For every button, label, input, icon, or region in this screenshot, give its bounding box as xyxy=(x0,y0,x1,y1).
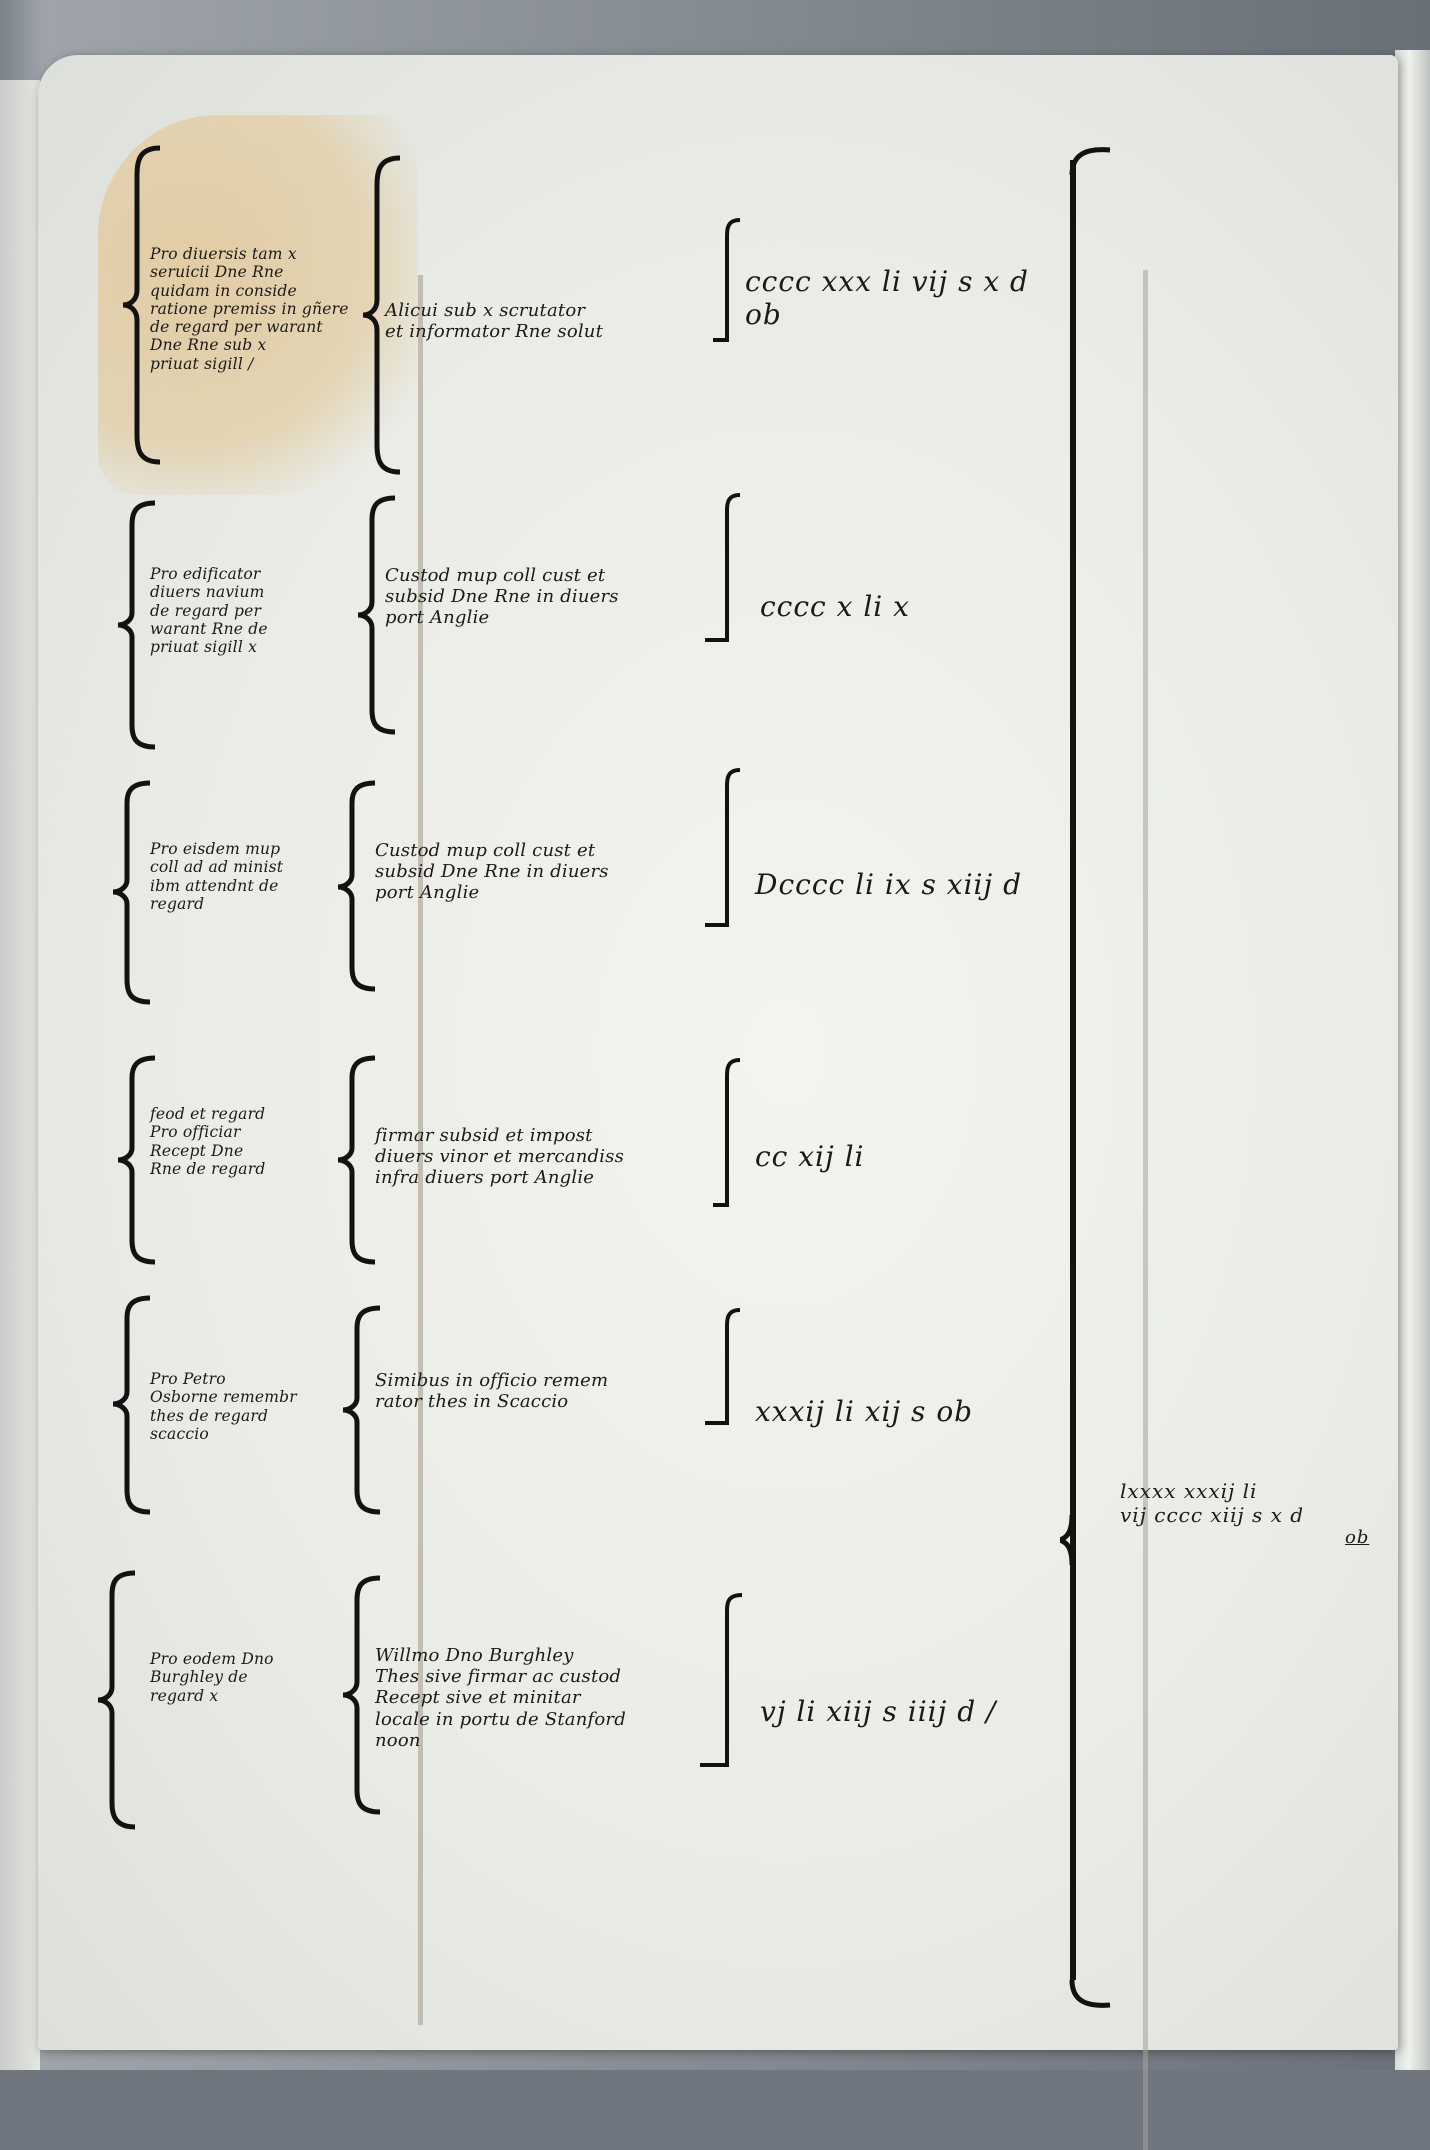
amount-bracket-4-icon xyxy=(713,1058,741,1207)
entry-5-label: Pro Petro Osborne remembr thes de regard… xyxy=(150,1370,297,1443)
entry-5-description: Simibus in officio remem rator thes in S… xyxy=(375,1370,609,1413)
total-line-3: ob xyxy=(1345,1527,1370,1549)
label-brace-3-icon xyxy=(112,780,151,1005)
total-line-2: vij cccc xiij s x d xyxy=(1120,1502,1305,1527)
brace-top-flourish-icon xyxy=(1069,147,1111,176)
brace-point-icon xyxy=(1060,1514,1075,1566)
entry-2-description: Custod mup coll cust et subsid Dne Rne i… xyxy=(385,565,619,629)
label-brace-1-icon xyxy=(122,145,161,465)
label-brace-4-icon xyxy=(117,1055,156,1265)
entry-1-description: Alicui sub x scrutator et informator Rne… xyxy=(385,300,604,343)
entry-2-amount: cccc x li x xyxy=(760,590,910,623)
entry-3-label: Pro eisdem mup coll ad ad minist ibm att… xyxy=(150,840,284,913)
entry-1-label: Pro diuersis tam x seruicii Dne Rne quid… xyxy=(150,245,349,373)
desc-brace-3-icon xyxy=(337,780,376,992)
desc-brace-6-icon xyxy=(342,1575,381,1815)
amount-bracket-2-icon xyxy=(705,493,741,642)
amount-bracket-6-icon xyxy=(700,1593,743,1767)
total-line-1: lxxxx xxxij li xyxy=(1120,1479,1258,1503)
desc-brace-5-icon xyxy=(342,1305,381,1515)
entry-5-amount: xxxij li xij s ob xyxy=(755,1395,974,1428)
entry-4-amount: cc xij li xyxy=(755,1140,865,1173)
label-brace-6-icon xyxy=(97,1570,136,1830)
total-brace-rule xyxy=(1070,160,1076,1980)
entry-4-label: feod et regard Pro officiar Recept Dne R… xyxy=(150,1105,266,1178)
amount-bracket-5-icon xyxy=(705,1308,741,1425)
brace-bottom-flourish-icon xyxy=(1069,1979,1111,2008)
manuscript-page xyxy=(38,55,1398,2150)
underlying-page-right xyxy=(1395,50,1430,2070)
label-brace-2-icon xyxy=(117,500,156,750)
water-stain xyxy=(98,115,418,495)
entry-3-amount: Dcccc li ix s xiij d xyxy=(755,868,1023,901)
entry-1-amount: cccc xxx li vij s x d ob xyxy=(745,265,1029,332)
underlying-page-left xyxy=(0,80,40,2070)
entry-3-description: Custod mup coll cust et subsid Dne Rne i… xyxy=(375,840,609,904)
desc-brace-4-icon xyxy=(337,1055,376,1265)
entry-2-label: Pro edificator diuers navium de regard p… xyxy=(150,565,268,657)
entry-6-label: Pro eodem Dno Burghley de regard x xyxy=(150,1650,274,1705)
entry-6-amount: vj li xiij s iiij d / xyxy=(760,1695,997,1728)
ruled-margin-line xyxy=(418,275,423,2025)
label-brace-5-icon xyxy=(112,1295,151,1515)
desc-brace-2-icon xyxy=(357,495,396,735)
grand-total: lxxxx xxxij li vij cccc xiij s x d ob xyxy=(1120,1479,1390,1549)
amount-bracket-3-icon xyxy=(705,768,741,927)
desc-brace-1-icon xyxy=(362,155,401,475)
amount-bracket-1-icon xyxy=(713,218,741,342)
entry-6-description: Willmo Dno Burghley Thes sive firmar ac … xyxy=(375,1645,626,1751)
faint-ruled-line xyxy=(1143,270,1148,2150)
entry-4-description: firmar subsid et impost diuers vinor et … xyxy=(375,1125,625,1189)
